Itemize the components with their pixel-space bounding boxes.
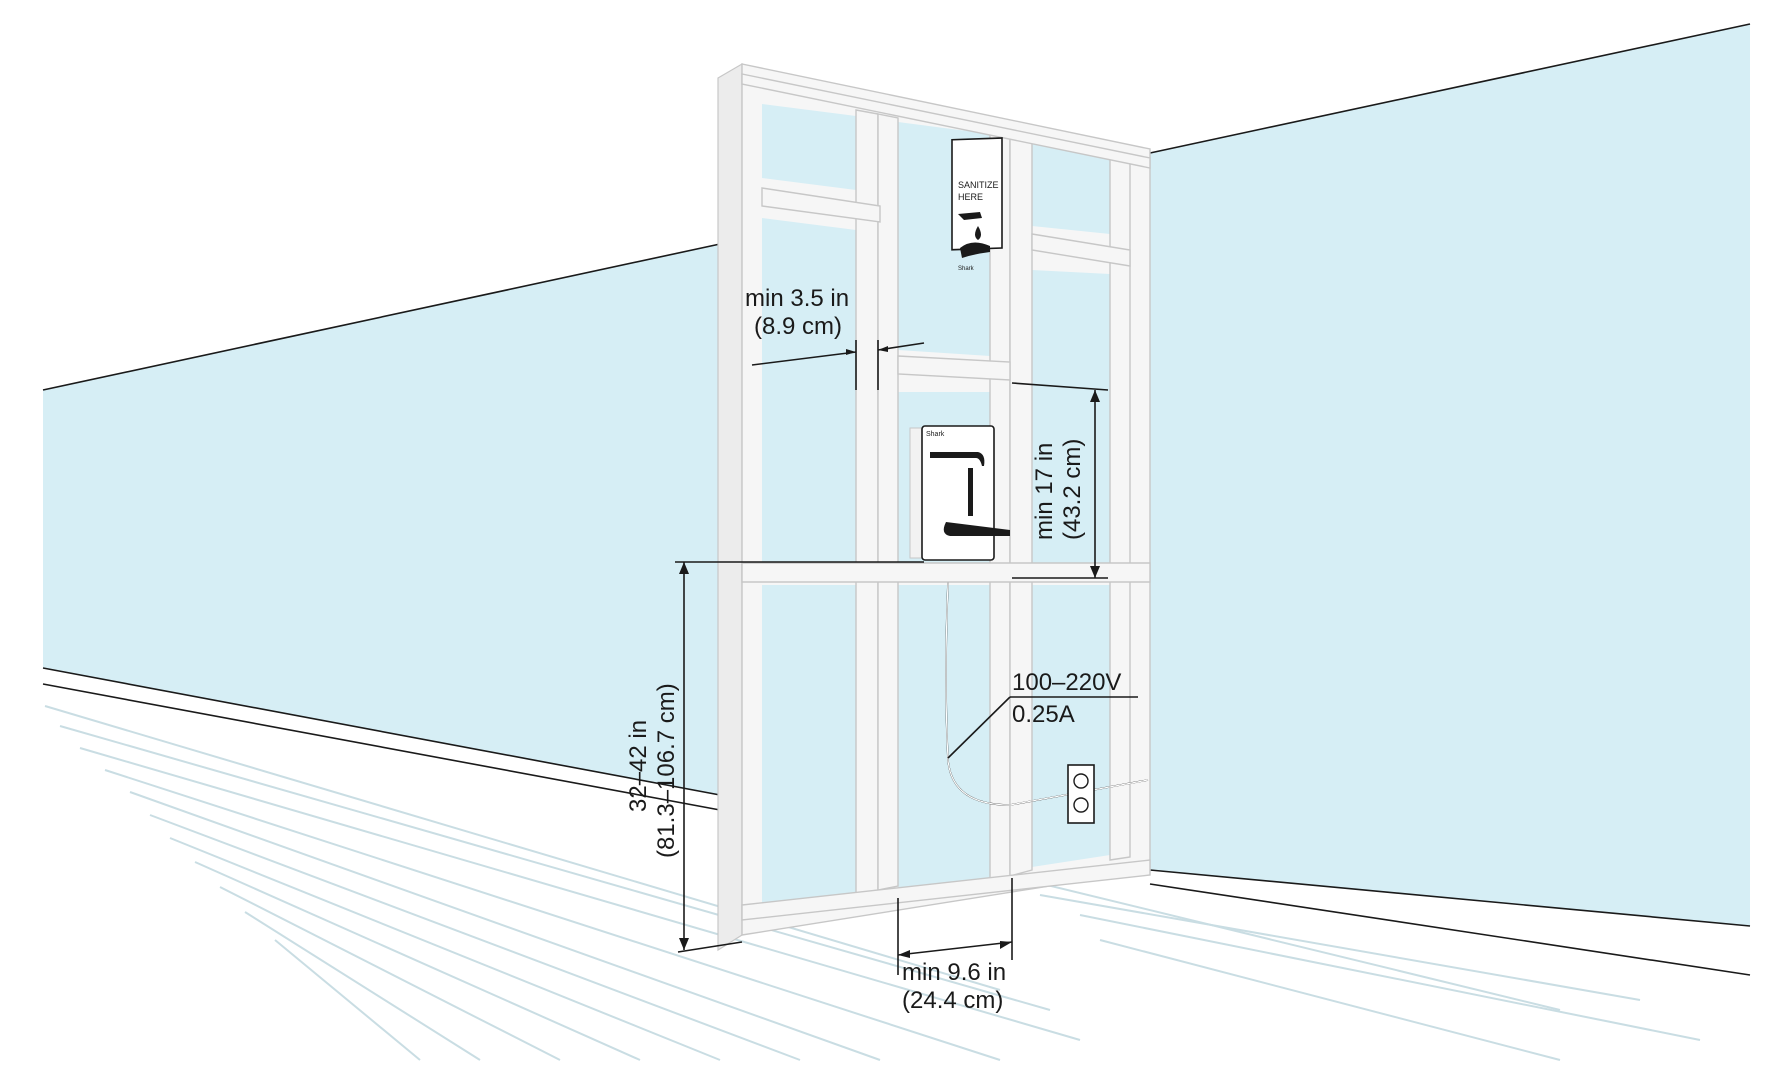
dim-stud-spacing: min 9.6 in (24.4 cm) [897,878,1013,1014]
sign-brand: Shark [958,266,975,272]
sanitize-sign: SANITIZE HERE Shark [951,137,1003,272]
power-outlet [1067,764,1095,824]
dim-span-label: min 17 in [1031,443,1058,540]
left-wall-top-edge [42,243,721,391]
right-wall-top-edge [1149,23,1751,154]
floor-planks [44,705,1701,1061]
dim-span-metric: (43.2 cm) [1059,439,1086,540]
dim-stud-width: min 3.5 in (8.9 cm) [745,285,925,390]
drop-icon [975,226,981,240]
left-wall-baseboard-top [42,667,721,796]
dim-mount-metric: (81.3–106.7 cm) [653,683,680,858]
dim-stud-width-label: min 3.5 in [745,285,849,312]
power-current: 0.25A [1012,701,1075,728]
dim-mount-label: 32–42 in [625,720,652,812]
power-voltage: 100–220V [1012,669,1121,696]
power-spec-callout: 100–220V 0.25A [947,669,1138,759]
faucet-icon [958,212,982,220]
dispenser-brand: Shark [926,431,945,438]
power-cable-core [945,581,1149,806]
right-wall-baseboard-top [1149,869,1751,927]
left-wall-baseboard-bottom [42,683,721,811]
sign-line1: SANITIZE [958,180,999,190]
left-wall [43,244,720,795]
dim-mount-height: 32–42 in (81.3–106.7 cm) [625,561,924,953]
right-wall [1150,24,1750,926]
dispenser: Shark [909,425,1010,561]
dim-stud-width-metric: (8.9 cm) [754,313,842,340]
wall-frame [717,62,1151,952]
dim-dispenser-span: min 17 in (43.2 cm) [1011,382,1109,579]
right-wall-baseboard-bottom [1149,883,1751,976]
hand-icon [960,242,990,258]
dim-spacing-metric: (24.4 cm) [902,987,1003,1014]
dim-spacing-label: min 9.6 in [902,959,1006,986]
sign-line2: HERE [958,192,983,202]
